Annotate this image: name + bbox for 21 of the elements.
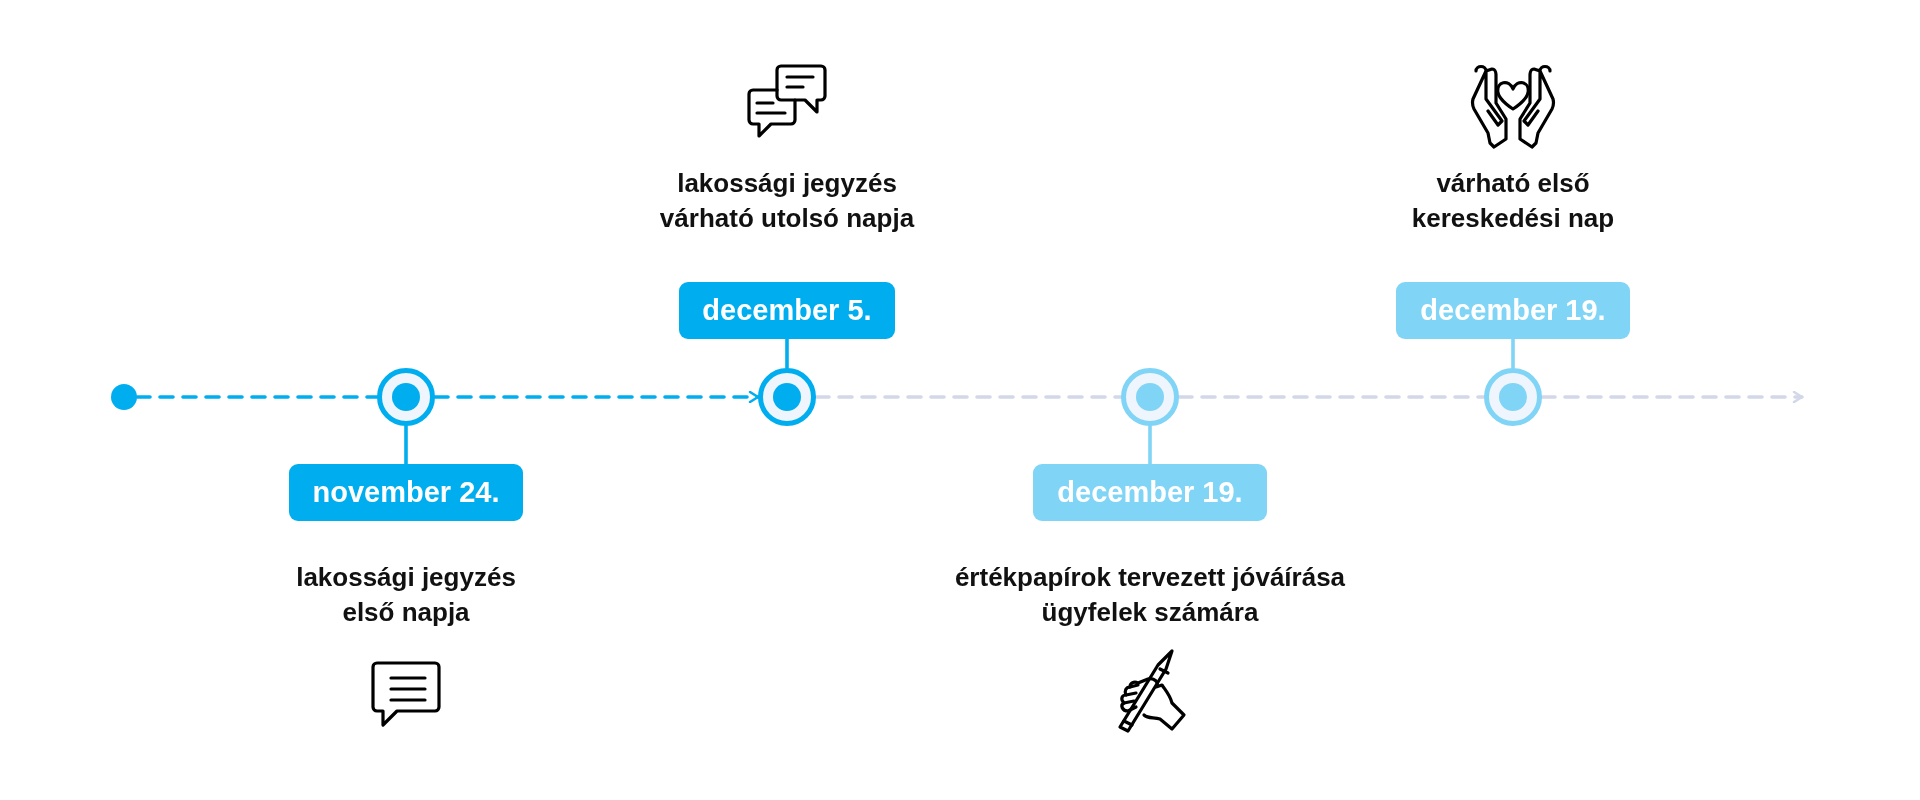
date-label: december 19. [1033, 463, 1267, 521]
milestone-marker [1121, 368, 1179, 426]
connector-line [1511, 336, 1515, 370]
connector-line [814, 395, 1123, 399]
date-label: december 5. [679, 281, 895, 339]
milestone-description: lakossági jegyzés várható utolsó napja [658, 167, 916, 236]
connector-line [785, 336, 789, 370]
milestone-marker [758, 368, 816, 426]
dashed-arrow [1540, 390, 1804, 404]
connector-line [1177, 395, 1486, 399]
milestone-description: értékpapírok tervezett jóváírása ügyfelek számára [953, 561, 1347, 630]
connector-line [1148, 424, 1152, 466]
milestone-description: lakossági jegyzés első napja [295, 561, 517, 630]
connector-line [135, 395, 379, 399]
milestone-description: várható első kereskedési nap [1410, 167, 1616, 236]
connector-line [404, 424, 408, 466]
dashed-arrow [433, 390, 760, 404]
start-dot [111, 384, 137, 410]
date-label: december 19. [1396, 281, 1630, 339]
milestone-marker [1484, 368, 1542, 426]
date-label: november 24. [289, 463, 523, 521]
